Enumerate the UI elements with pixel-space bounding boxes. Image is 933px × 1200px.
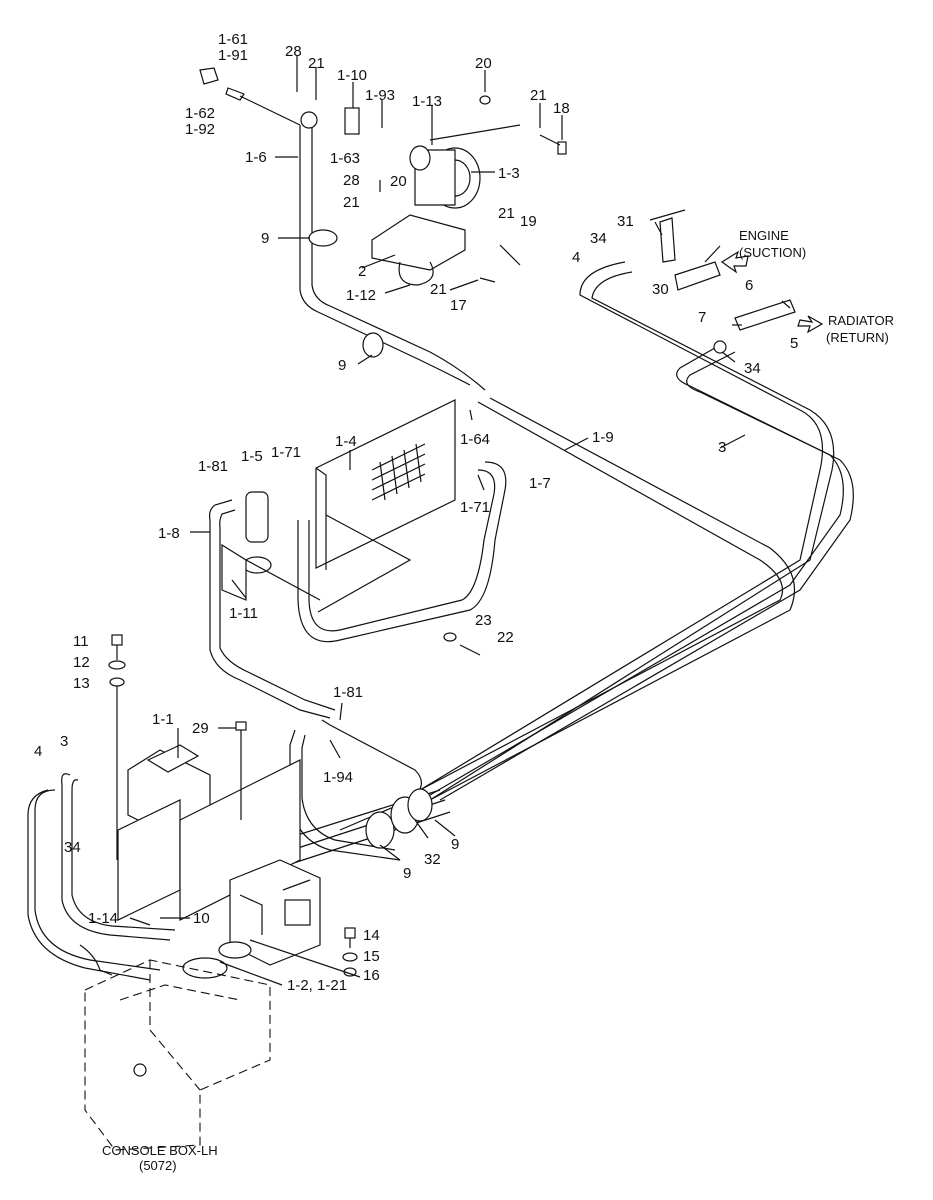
label-15: 15 — [363, 948, 380, 965]
flow-arrows — [720, 250, 824, 334]
label-1-14: 1-14 — [88, 910, 118, 927]
receiver-drier — [221, 491, 321, 601]
label-18: 18 — [553, 100, 570, 117]
label-16: 16 — [363, 967, 380, 984]
hose-clamps — [308, 229, 433, 849]
label-21-bracket: 21 — [498, 205, 515, 222]
compressor-bracket — [371, 214, 466, 286]
label-1-7: 1-7 — [529, 475, 551, 492]
label-6: 6 — [745, 277, 753, 294]
nut-1-62 — [199, 67, 301, 126]
label-7: 7 — [698, 309, 706, 326]
label-31: 31 — [617, 213, 634, 230]
label-12: 12 — [73, 654, 90, 671]
label-28-top: 28 — [285, 43, 302, 60]
label-1-93: 1-93 — [365, 87, 395, 104]
label-9-mid: 9 — [338, 357, 346, 374]
label-21-low: 21 — [430, 281, 447, 298]
condenser-1-4 — [315, 399, 456, 613]
label-17: 17 — [450, 297, 467, 314]
label-21-mid: 21 — [343, 194, 360, 211]
label-1-71-top: 1-71 — [271, 444, 301, 461]
part-labels: 1-61 1-91 1-62 1-92 28 21 1-10 1-93 1-13… — [34, 31, 894, 1173]
label-4-top: 4 — [572, 249, 580, 266]
label-9-right: 9 — [451, 836, 459, 853]
label-1-2-1-21: 1-2, 1-21 — [287, 977, 347, 994]
label-22: 22 — [497, 629, 514, 646]
label-20-mid: 20 — [390, 173, 407, 190]
label-29: 29 — [192, 720, 209, 737]
label-21-top: 21 — [308, 55, 325, 72]
label-1-64: 1-64 — [460, 431, 490, 448]
label-9-top: 9 — [261, 230, 269, 247]
fitting-1-10 — [300, 107, 360, 135]
label-3-right: 3 — [718, 439, 726, 456]
label-1-81-top: 1-81 — [198, 458, 228, 475]
label-34-left: 34 — [64, 839, 81, 856]
label-1-4: 1-4 — [335, 433, 357, 450]
label-engine-suction: (SUCTION) — [739, 245, 806, 260]
label-5: 5 — [790, 335, 798, 352]
label-30: 30 — [652, 281, 669, 298]
label-28-mid: 28 — [343, 172, 360, 189]
label-3-left: 3 — [60, 733, 68, 750]
label-engine: ENGINE — [739, 228, 789, 243]
label-1-5: 1-5 — [241, 448, 263, 465]
label-1-92: 1-92 — [185, 121, 215, 138]
label-9-low: 9 — [403, 865, 411, 882]
label-32: 32 — [424, 851, 441, 868]
label-1-11: 1-11 — [229, 605, 258, 622]
label-1-71-right: 1-71 — [460, 499, 490, 516]
label-1-6: 1-6 — [245, 149, 267, 166]
console-box-lh — [79, 944, 271, 1151]
label-console-ref: (5072) — [139, 1158, 177, 1173]
label-1-91: 1-91 — [218, 47, 248, 64]
label-1-13: 1-13 — [412, 93, 442, 110]
label-4-left: 4 — [34, 743, 42, 760]
air-outlet-1-2 — [182, 941, 252, 979]
valve-30-31 — [649, 209, 721, 291]
label-radiator-return: (RETURN) — [826, 330, 889, 345]
label-34-right: 34 — [744, 360, 761, 377]
label-1-12: 1-12 — [346, 287, 376, 304]
leader-lines — [129, 55, 791, 986]
label-1-3: 1-3 — [498, 165, 520, 182]
fitting-5-6-7 — [713, 299, 796, 354]
label-2: 2 — [358, 263, 366, 280]
label-1-61: 1-61 — [218, 31, 248, 48]
label-1-63: 1-63 — [330, 150, 360, 167]
bolts-washers — [108, 95, 567, 977]
hvac-unit-1-1 — [117, 744, 321, 966]
label-1-10: 1-10 — [337, 67, 367, 84]
label-1-81-low: 1-81 — [333, 684, 363, 701]
label-console-box: CONSOLE BOX-LH — [102, 1143, 218, 1158]
label-radiator: RADIATOR — [828, 313, 894, 328]
label-34-top: 34 — [590, 230, 607, 247]
compressor — [409, 124, 521, 209]
label-23: 23 — [475, 612, 492, 629]
label-1-1: 1-1 — [152, 711, 174, 728]
label-11: 11 — [73, 633, 89, 650]
label-14: 14 — [363, 927, 380, 944]
label-1-94: 1-94 — [323, 769, 353, 786]
label-20-top: 20 — [475, 55, 492, 72]
label-1-9: 1-9 — [592, 429, 614, 446]
label-13: 13 — [73, 675, 90, 692]
label-19: 19 — [520, 213, 537, 230]
label-10: 10 — [193, 910, 210, 927]
label-1-62: 1-62 — [185, 105, 215, 122]
label-1-8: 1-8 — [158, 525, 180, 542]
label-21-right: 21 — [530, 87, 547, 104]
